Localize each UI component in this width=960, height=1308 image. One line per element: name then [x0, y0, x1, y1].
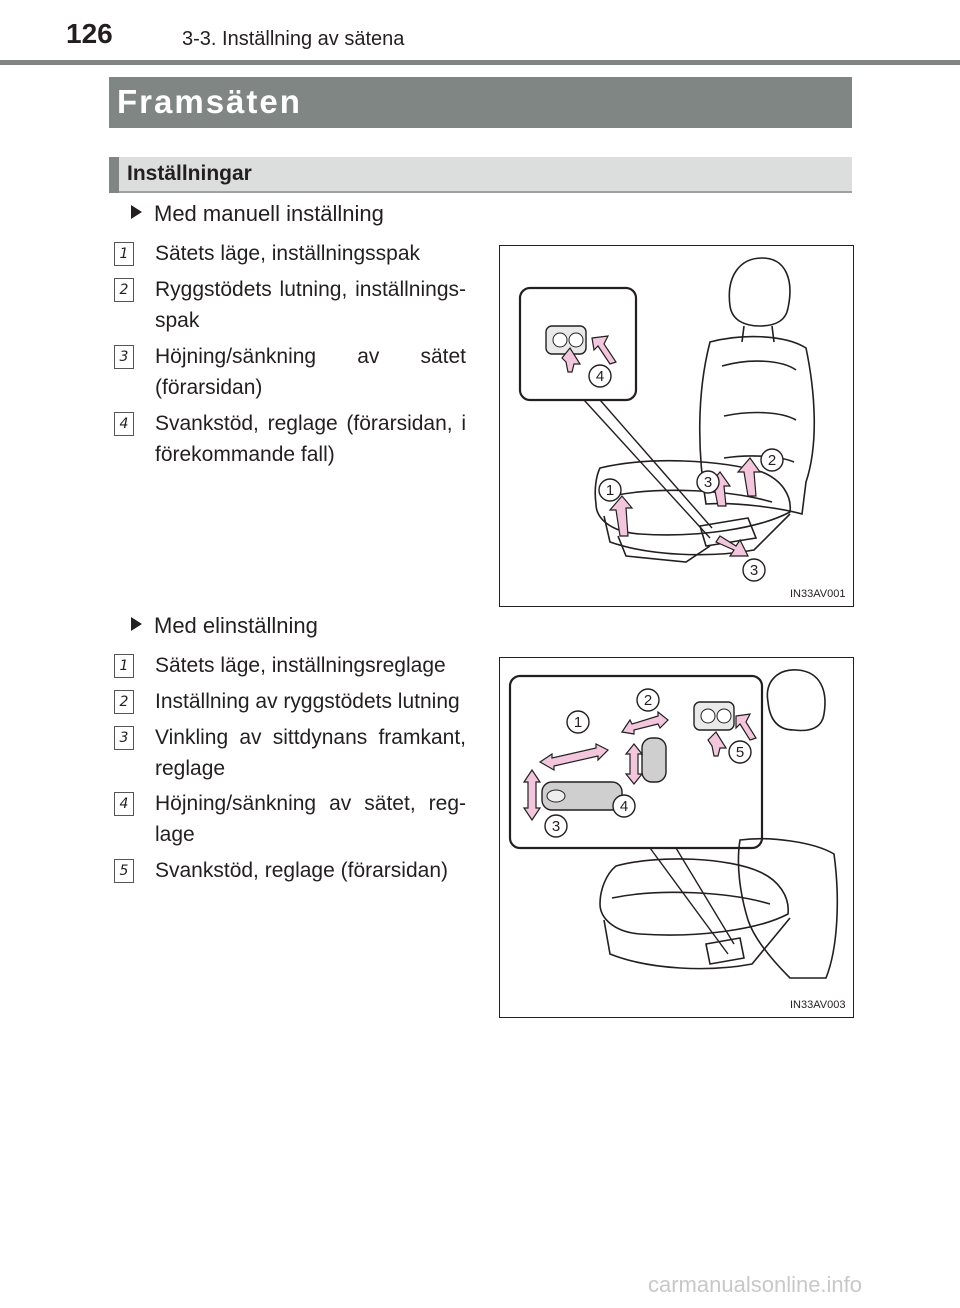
callout-4: 4: [620, 798, 628, 815]
item-number: 2: [114, 278, 134, 302]
power-bullet: Med elinställning: [131, 613, 318, 639]
callout-1: 1: [606, 482, 614, 499]
item-text: Svankstöd, reglage (förarsidan, i föreko…: [155, 412, 466, 466]
callout-3: 3: [552, 818, 560, 835]
callout-2: 2: [644, 692, 652, 709]
headrest-shape: [728, 257, 791, 327]
triangle-bullet-icon: [131, 617, 142, 631]
control-panel-shape: [698, 517, 758, 547]
callout-1: 1: [574, 714, 582, 731]
item-text: Ryggstödets lutning, inställnings-spak: [155, 278, 466, 332]
callout-5: 5: [736, 744, 744, 761]
callout-2: 2: [768, 452, 776, 469]
item-number: 3: [114, 726, 134, 750]
power-seat-illustration: 1 2 3 4 5 IN33AV003: [508, 669, 845, 1011]
subtitle-stripe: [109, 157, 119, 193]
item-number: 4: [114, 792, 134, 816]
cushion-shape: [594, 459, 791, 536]
item-text: Inställning av ryggstödets lutning: [155, 690, 460, 713]
item-number: 1: [114, 654, 134, 678]
backrest-shape: [698, 335, 816, 516]
item-number: 2: [114, 690, 134, 714]
manual-bullet-label: Med manuell inställning: [154, 201, 384, 226]
item-number: 1: [114, 242, 134, 266]
callout-3b: 3: [750, 562, 758, 579]
subtitle-bar: Inställningar: [109, 157, 852, 193]
item-text: Sätets läge, inställningsreglage: [155, 654, 446, 677]
item-number: 4: [114, 412, 134, 436]
item-text: Höjning/sänkning av sätet, reg-lage: [155, 792, 466, 846]
page-number: 126: [66, 18, 113, 49]
figure-code: IN33AV001: [790, 588, 845, 600]
callout-3: 3: [704, 474, 712, 491]
manual-bullet: Med manuell inställning: [131, 201, 384, 227]
page-title-bar: Framsäten: [109, 77, 852, 128]
item-text: Sätets läge, inställningsspak: [155, 242, 420, 265]
manual-seat-figure: 4 2 3 3 1 IN33AV001: [499, 245, 854, 607]
item-number: 3: [114, 345, 134, 369]
header-rule: [0, 60, 960, 65]
subtitle: Inställningar: [127, 162, 252, 185]
item-text: Svankstöd, reglage (förarsidan): [155, 859, 448, 882]
manual-seat-illustration: 4 2 3 3 1 IN33AV001: [518, 257, 845, 600]
power-seat-figure: 1 2 3 4 5 IN33AV003: [499, 657, 854, 1018]
triangle-bullet-icon: [131, 205, 142, 219]
section-title: 3-3. Inställning av sätena: [182, 28, 405, 50]
inset-box: [518, 286, 638, 402]
watermark: carmanualsonline.info: [648, 1272, 863, 1297]
item-text: Vinkling av sittdynans framkant, reglage: [155, 726, 466, 780]
item-number: 5: [114, 859, 134, 883]
power-bullet-label: Med elinställning: [154, 613, 318, 638]
figure-code: IN33AV003: [790, 999, 845, 1011]
inset-box: [508, 674, 764, 850]
item-text: Höjning/sänkning av sätet (förarsidan): [155, 345, 466, 399]
callout-4: 4: [596, 368, 604, 385]
page-title: Framsäten: [117, 83, 302, 120]
